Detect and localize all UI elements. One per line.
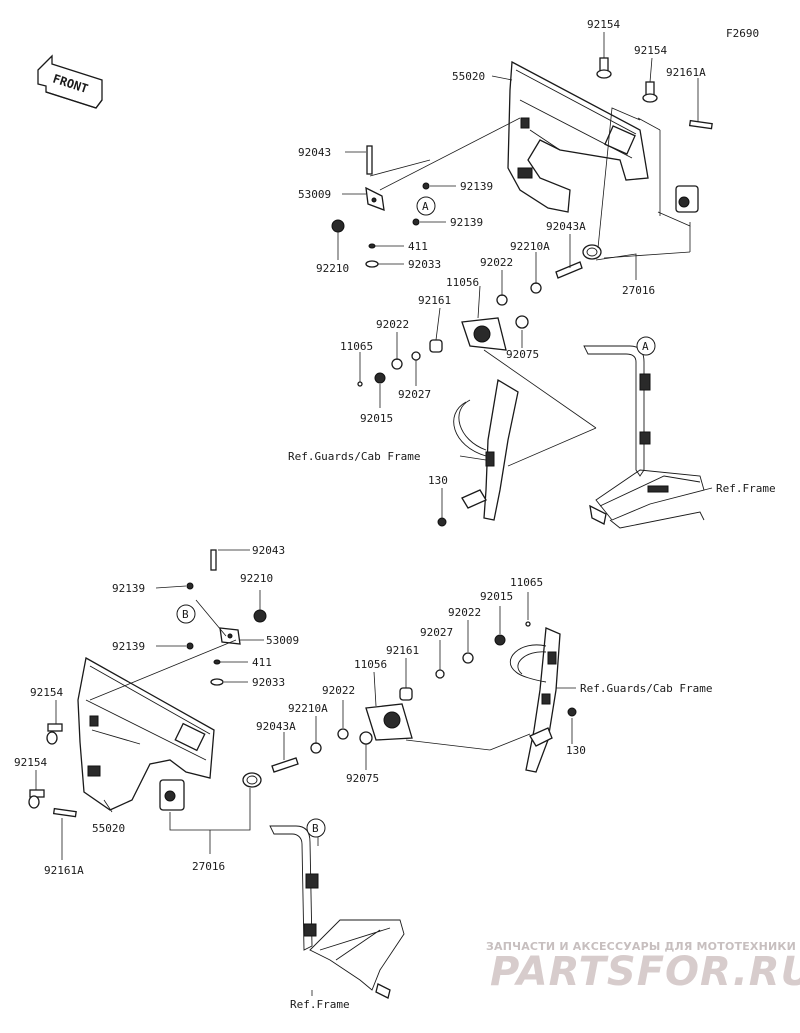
figure-code: F2690 (726, 27, 759, 40)
label-92027: 92027 (420, 626, 453, 639)
label-92210a: 92210A (288, 702, 328, 715)
label-ref-guards-cab-frame: Ref.Guards/Cab Frame (288, 450, 420, 463)
label-92027: 92027 (398, 388, 431, 401)
label-130: 130 (566, 744, 586, 757)
upper-hinge-parts (357, 261, 583, 527)
label-92210: 92210 (316, 262, 349, 275)
upper-pin-92161a (688, 119, 713, 130)
upper-leader-lines (337, 32, 713, 518)
front-arrow-icon: FRONT (37, 54, 103, 109)
upper-hinge-bracket-53009 (331, 145, 430, 268)
label-11065: 11065 (510, 576, 543, 589)
label-55020: 55020 (92, 822, 125, 835)
upper-guards-cab-frame (453, 378, 519, 521)
upper-bolt-92154-a (596, 57, 612, 79)
label-92139: 92139 (112, 640, 145, 653)
label-27016: 27016 (192, 860, 225, 873)
label-92043: 92043 (298, 146, 331, 159)
lower-guards-cab-frame (509, 627, 561, 773)
label-92161: 92161 (418, 294, 451, 307)
label-53009: 53009 (298, 188, 331, 201)
lower-leader-lines (35, 549, 576, 996)
label-27016: 27016 (622, 284, 655, 297)
label-411: 411 (252, 656, 272, 669)
callout-a-upper: A (416, 196, 436, 216)
label-11056: 11056 (446, 276, 479, 289)
svg-text:A: A (422, 200, 429, 213)
watermark: ЗАПЧАСТИ И АКСЕССУАРЫ ДЛЯ МОТОТЕХНИКИ PA… (486, 940, 800, 995)
label-92043a: 92043A (256, 720, 296, 733)
label-411: 411 (408, 240, 428, 253)
upper-latch-27016 (582, 185, 699, 260)
callout-a-frame: A (636, 336, 656, 356)
label-92022: 92022 (322, 684, 355, 697)
label-92154: 92154 (587, 18, 620, 31)
label-92043: 92043 (252, 544, 285, 557)
svg-text:B: B (312, 822, 319, 835)
lower-pin-92161a (52, 807, 77, 818)
label-11056: 11056 (354, 658, 387, 671)
label-92075: 92075 (506, 348, 539, 361)
lower-storage-box (77, 656, 215, 811)
lower-hinge-parts (271, 621, 577, 773)
label-92154: 92154 (634, 44, 667, 57)
svg-text:A: A (642, 340, 649, 353)
label-92022: 92022 (480, 256, 513, 269)
label-92210: 92210 (240, 572, 273, 585)
label-55020: 55020 (452, 70, 485, 83)
label-92139: 92139 (450, 216, 483, 229)
label-92154: 92154 (30, 686, 63, 699)
upper-bolt-92154-b (642, 81, 658, 103)
label-92043a: 92043A (546, 220, 586, 233)
watermark-tagline: ЗАПЧАСТИ И АКСЕССУАРЫ ДЛЯ МОТОТЕХНИКИ (486, 940, 796, 953)
callout-b-lower: B (176, 604, 196, 624)
label-92139: 92139 (112, 582, 145, 595)
label-92139: 92139 (460, 180, 493, 193)
label-92015: 92015 (360, 412, 393, 425)
label-92015: 92015 (480, 590, 513, 603)
lower-latch-27016 (159, 772, 262, 811)
label-ref-guards-cab-frame: Ref.Guards/Cab Frame (580, 682, 712, 695)
label-ref-frame: Ref.Frame (716, 482, 776, 495)
label-92161a: 92161A (44, 864, 84, 877)
label-92033: 92033 (252, 676, 285, 689)
lower-bolt-92154-a (46, 723, 63, 745)
label-92161: 92161 (386, 644, 419, 657)
label-92154: 92154 (14, 756, 47, 769)
watermark-logo: PARTSFOR.RU (490, 949, 800, 995)
label-92033: 92033 (408, 258, 441, 271)
lower-ref-frame (269, 825, 405, 999)
label-92022: 92022 (376, 318, 409, 331)
label-11065: 11065 (340, 340, 373, 353)
upper-labels: 92154 92154 92161A 55020 92043 92139 530… (288, 18, 776, 495)
label-92075: 92075 (346, 772, 379, 785)
label-92210a: 92210A (510, 240, 550, 253)
upper-ref-frame (583, 345, 705, 529)
label-92022: 92022 (448, 606, 481, 619)
svg-text:B: B (182, 608, 189, 621)
lower-bolt-92154-b (28, 789, 45, 809)
label-ref-frame: Ref.Frame (290, 998, 350, 1011)
lower-labels: 92043 92139 92210 92139 53009 411 92033 … (14, 544, 712, 1011)
label-130: 130 (428, 474, 448, 487)
label-53009: 53009 (266, 634, 299, 647)
callout-b-frame: B (306, 818, 326, 838)
upper-storage-box (507, 60, 649, 213)
label-92161a: 92161A (666, 66, 706, 79)
